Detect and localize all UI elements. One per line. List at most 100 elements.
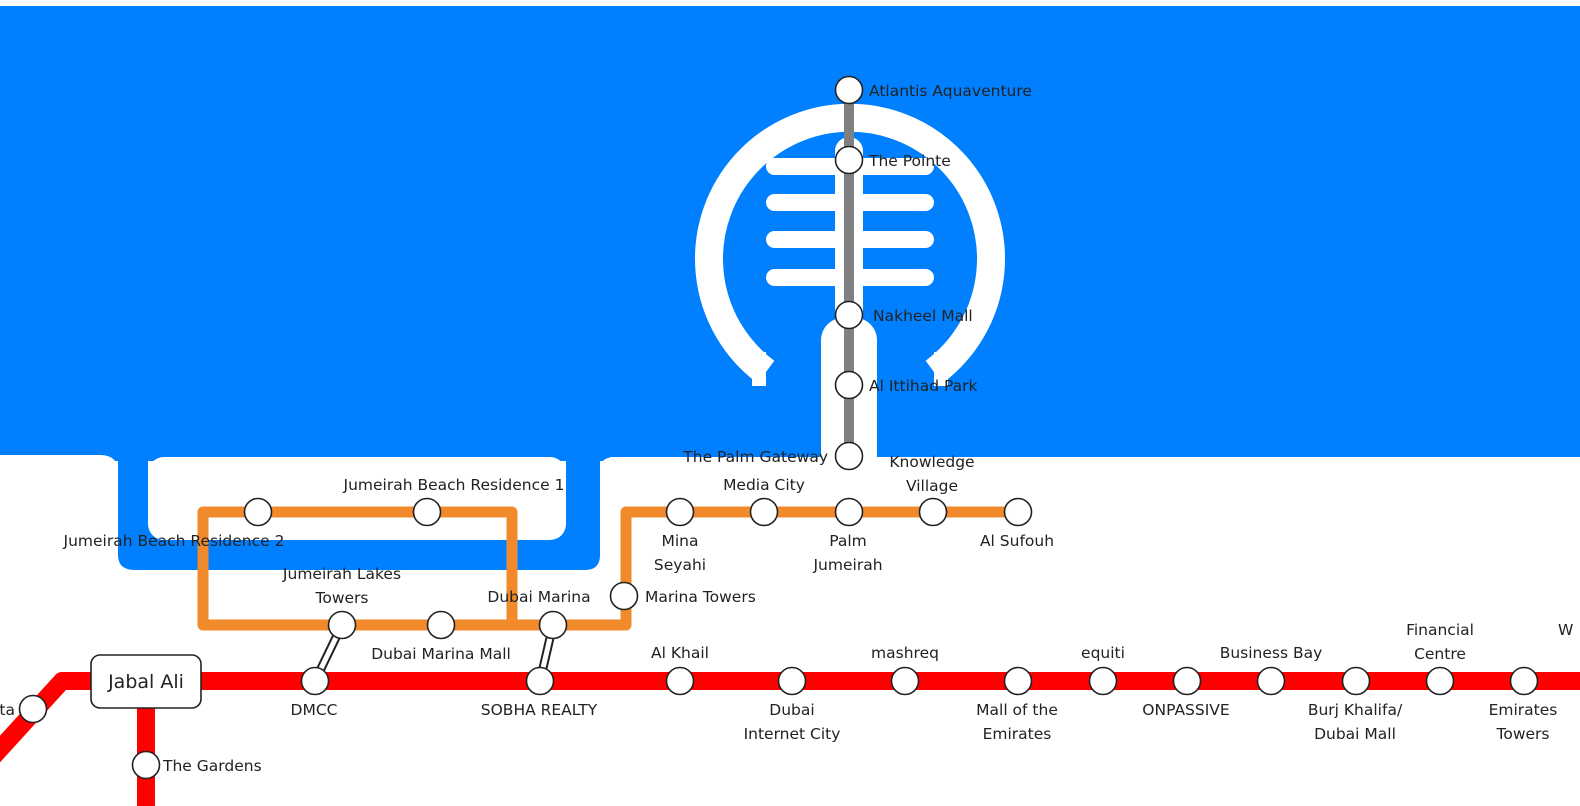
coast-left xyxy=(0,455,118,472)
station-marker[interactable] xyxy=(1509,666,1539,696)
station-label: Village xyxy=(906,477,958,495)
station-label: Media City xyxy=(723,476,805,494)
coast-right-main xyxy=(610,457,1580,467)
station-dubai-marina[interactable]: Dubai Marina xyxy=(487,588,591,640)
station-media-city[interactable]: Media City xyxy=(723,476,805,527)
station-label: Atlantis Aquaventure xyxy=(869,82,1032,100)
station-ta-partial[interactable]: ta xyxy=(0,694,48,724)
station-marker[interactable] xyxy=(1256,666,1286,696)
station-marker[interactable] xyxy=(834,370,864,400)
station-jabal-ali[interactable]: Jabal Ali xyxy=(90,654,202,709)
station-label: Al Ittihad Park xyxy=(869,377,977,395)
station-dubai-marina-mall[interactable]: Dubai Marina Mall xyxy=(371,610,511,664)
station-label: Centre xyxy=(1414,645,1466,663)
station-jbr-2[interactable]: Jumeirah Beach Residence 2 xyxy=(63,497,285,551)
tram-line xyxy=(197,506,1018,631)
station-the-gardens[interactable]: The Gardens xyxy=(131,750,262,780)
station-jbr-1[interactable]: Jumeirah Beach Residence 1 xyxy=(343,476,565,527)
station-marker[interactable] xyxy=(749,497,779,527)
station-label: Palm xyxy=(829,532,867,550)
station-al-sufouh[interactable]: Al Sufouh xyxy=(980,497,1054,551)
station-marker[interactable] xyxy=(777,666,807,696)
red-line xyxy=(0,672,1580,806)
station-label: Mall of the xyxy=(976,701,1058,719)
station-the-pointe[interactable]: The Pointe xyxy=(834,145,951,175)
station-marker[interactable] xyxy=(665,497,695,527)
station-label: Dubai Mall xyxy=(1314,725,1396,743)
station-burj-khalifa-dubai-mall[interactable]: Burj Khalifa/Dubai Mall xyxy=(1308,666,1403,744)
station-label: Knowledge xyxy=(889,453,974,471)
station-nakheel-mall[interactable]: Nakheel Mall xyxy=(834,300,973,330)
station-marker[interactable] xyxy=(834,75,864,105)
station-label: Jumeirah Beach Residence 1 xyxy=(343,476,565,494)
station-marker[interactable] xyxy=(834,441,864,471)
station-w-partial[interactable]: W xyxy=(1558,621,1573,639)
station-marker[interactable] xyxy=(243,497,273,527)
station-the-palm-gateway[interactable]: The Palm Gateway xyxy=(682,441,864,471)
station-label: Jabal Ali xyxy=(107,671,184,693)
station-sobha-realty[interactable]: SOBHA REALTY xyxy=(481,666,598,720)
station-label: Jumeirah Lakes xyxy=(282,565,401,583)
station-label: Towers xyxy=(315,589,369,607)
station-al-ittihad-park[interactable]: Al Ittihad Park xyxy=(834,370,978,400)
station-marker[interactable] xyxy=(665,666,695,696)
station-label: DMCC xyxy=(291,701,338,719)
tram-loop xyxy=(197,506,518,631)
station-equiti[interactable]: equiti xyxy=(1081,644,1125,696)
tram-main xyxy=(512,506,1018,631)
station-marker[interactable] xyxy=(18,694,48,724)
red-main xyxy=(0,672,1580,763)
station-marker[interactable] xyxy=(1341,666,1371,696)
station-al-khail[interactable]: Al Khail xyxy=(651,644,709,696)
station-label: Dubai Marina Mall xyxy=(371,645,511,663)
station-marker[interactable] xyxy=(1088,666,1118,696)
marina-channel xyxy=(118,455,600,570)
station-marker[interactable] xyxy=(538,610,568,640)
station-onpassive[interactable]: ONPASSIVE xyxy=(1142,666,1230,720)
station-label: Mina xyxy=(661,532,698,550)
station-marker[interactable] xyxy=(1003,666,1033,696)
station-marker[interactable] xyxy=(1172,666,1202,696)
station-marker[interactable] xyxy=(918,497,948,527)
station-marker[interactable] xyxy=(525,666,555,696)
station-dmcc[interactable]: DMCC xyxy=(291,666,338,720)
station-label: equiti xyxy=(1081,644,1125,662)
station-marker[interactable] xyxy=(300,666,330,696)
station-business-bay[interactable]: Business Bay xyxy=(1220,644,1323,696)
station-marker[interactable] xyxy=(609,581,639,611)
station-atlantis-aquaventure[interactable]: Atlantis Aquaventure xyxy=(834,75,1032,105)
station-label: Business Bay xyxy=(1220,644,1323,662)
station-marker[interactable] xyxy=(1425,666,1455,696)
station-label: The Gardens xyxy=(162,757,262,775)
station-label: Al Sufouh xyxy=(980,532,1054,550)
station-marker[interactable] xyxy=(327,610,357,640)
station-marker[interactable] xyxy=(131,750,161,780)
station-mashreq[interactable]: mashreq xyxy=(871,644,939,696)
marina-island xyxy=(148,457,566,540)
station-label: SOBHA REALTY xyxy=(481,701,598,719)
station-marker[interactable] xyxy=(834,300,864,330)
station-marker[interactable] xyxy=(834,145,864,175)
station-marker[interactable] xyxy=(1003,497,1033,527)
jabal-ali-box[interactable] xyxy=(90,654,202,709)
station-label: mashreq xyxy=(871,644,939,662)
station-marker[interactable] xyxy=(890,666,920,696)
station-marker[interactable] xyxy=(412,497,442,527)
station-label: The Pointe xyxy=(868,152,951,170)
station-label: The Palm Gateway xyxy=(682,448,828,466)
station-marker[interactable] xyxy=(426,610,456,640)
top-border xyxy=(0,0,1580,6)
station-marker[interactable] xyxy=(834,497,864,527)
station-label: Internet City xyxy=(744,725,841,743)
station-marina-towers[interactable]: Marina Towers xyxy=(609,581,756,611)
